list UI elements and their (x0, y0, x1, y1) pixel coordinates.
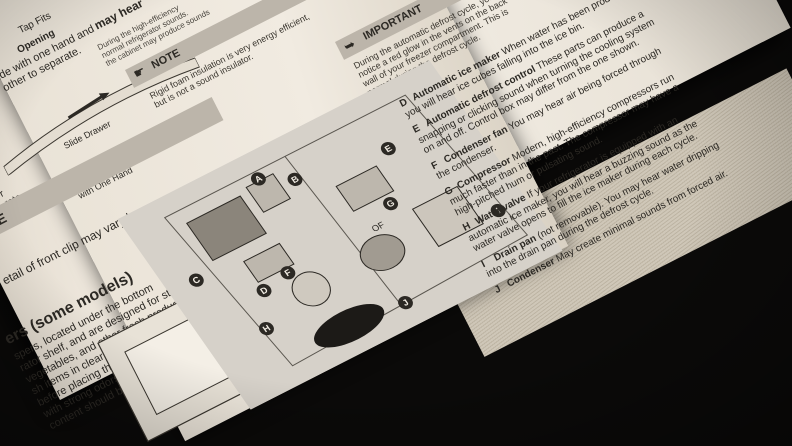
drain-pan (411, 185, 484, 248)
diagram-label: C (191, 274, 203, 285)
condenser-coil (314, 303, 385, 348)
drawer-illustration (2, 57, 201, 176)
refrigerator-sounds-diagram: A B C D E F G H I J OF (117, 60, 563, 410)
compressor (359, 234, 406, 272)
arrow-right-icon (67, 94, 104, 120)
diagram-label: B (289, 174, 301, 185)
diagram-label: J (400, 297, 410, 308)
important-arrow-icon: ➥ (341, 36, 358, 55)
condenser-fan (291, 271, 331, 307)
diagram-label: D (258, 285, 270, 296)
diagram-label: E (383, 143, 394, 154)
diagram-label: H (261, 323, 273, 334)
diagram-label: A (253, 173, 265, 184)
left-banner-text: TE (0, 209, 10, 232)
diagram-label: I (494, 206, 502, 215)
ice-maker-component (186, 195, 268, 262)
diagram-label: F (283, 267, 294, 278)
diagram-label: G (385, 198, 397, 209)
note-hand-icon: ☛ (130, 62, 148, 82)
